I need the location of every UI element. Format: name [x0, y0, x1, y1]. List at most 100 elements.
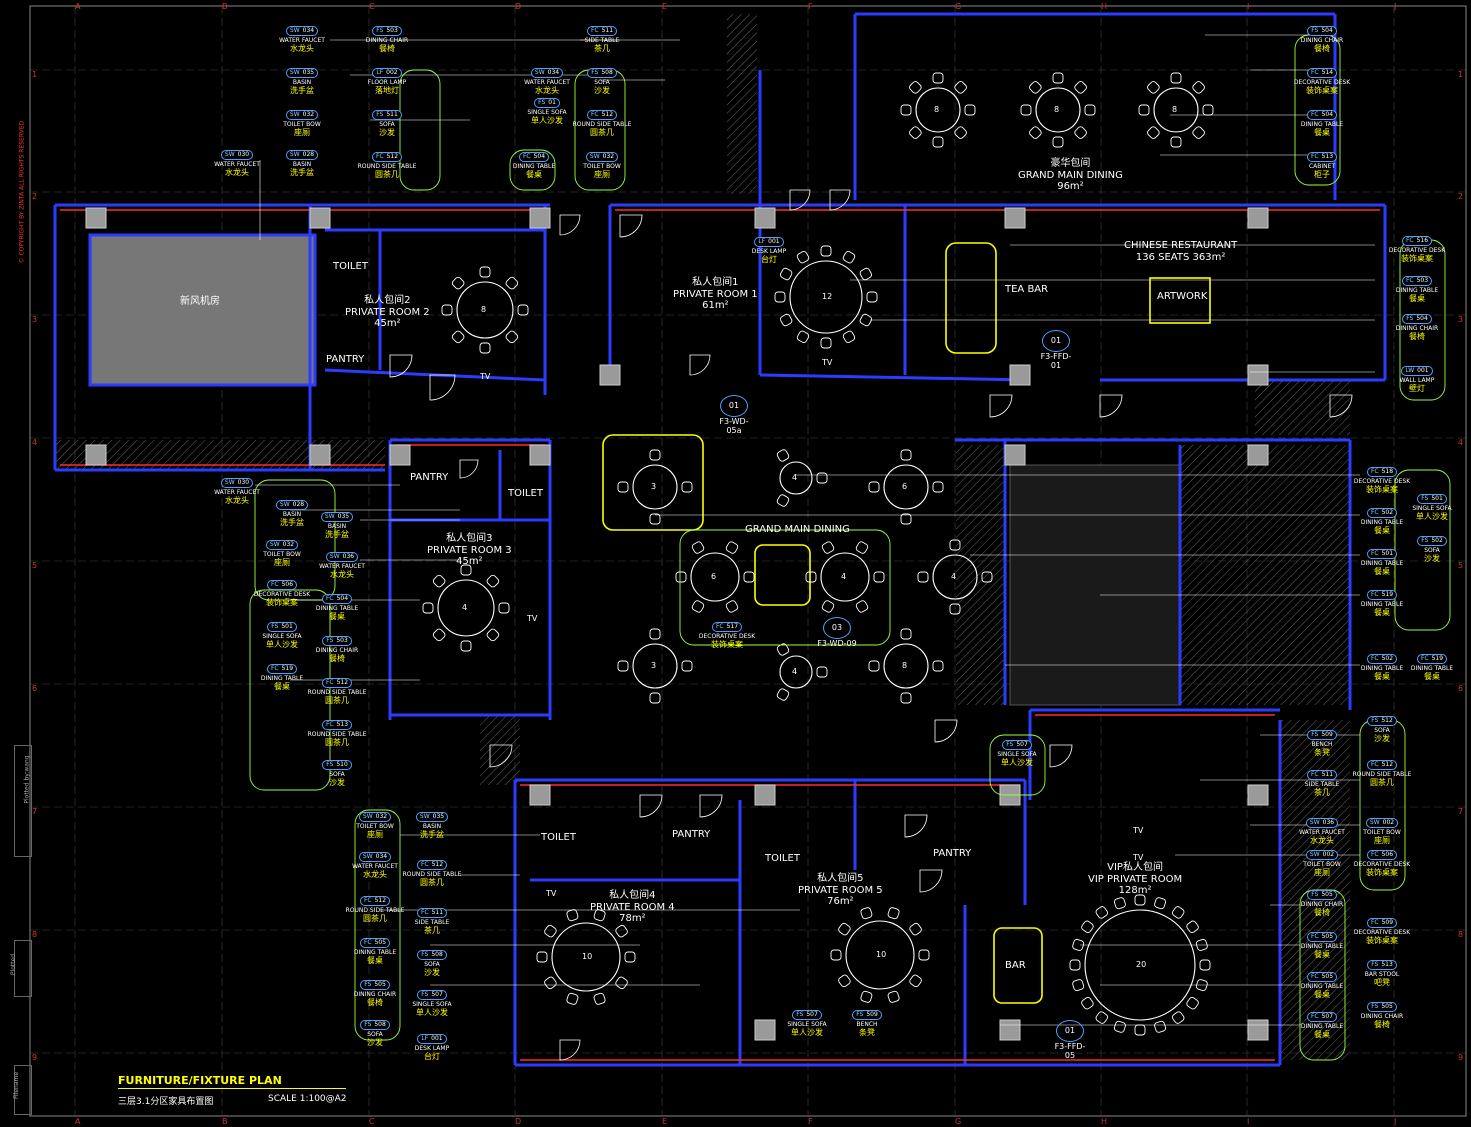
tag-number: 036 — [1322, 819, 1335, 826]
tag-english: BASIN — [422, 823, 442, 830]
room-cn: 私人包间4 — [609, 890, 656, 901]
tag-type: FS — [376, 111, 384, 118]
plotted-box: Plotted — [10, 940, 32, 997]
tag-number: 507 — [431, 991, 443, 998]
tag-english: DINING TABLE — [1300, 983, 1344, 990]
dining-chair — [422, 602, 434, 614]
tag-english: WATER FAUCET — [1299, 829, 1345, 836]
dining-chair — [866, 291, 878, 303]
tag-type: LF — [758, 238, 766, 245]
dining-chair — [954, 126, 967, 139]
tag-type: FS — [1421, 495, 1429, 502]
seat-count: 8 — [902, 661, 908, 670]
tag-chinese: 水龙头 — [225, 168, 249, 177]
tag-english: BASIN — [282, 511, 302, 518]
dining-chair — [566, 992, 579, 1005]
tag-type: FS — [1371, 717, 1379, 724]
round-dining-table — [1153, 87, 1199, 133]
structural-column — [1009, 364, 1031, 386]
grid-number: 1 — [1458, 70, 1464, 79]
tag-type: FS — [796, 1011, 804, 1018]
grid-letter: I — [1247, 1117, 1250, 1126]
dining-chair — [1029, 81, 1042, 94]
tag-number: 504 — [1321, 111, 1334, 118]
dining-chair — [1113, 897, 1126, 910]
dining-chair — [451, 276, 465, 290]
dining-chair — [900, 513, 912, 525]
round-dining-table — [1084, 909, 1196, 1021]
tag-number: 507 — [806, 1011, 818, 1018]
dining-chair — [451, 330, 465, 344]
tea-bar-label: TEA BAR — [1005, 284, 1049, 295]
dining-chair — [1186, 996, 1199, 1010]
tag-type: FC — [1310, 933, 1319, 940]
title-block: FURNITURE/FIXTURE PLAN 三层3.1分区家具布置图 SCAL… — [118, 1074, 347, 1107]
structural-column — [599, 364, 621, 386]
tag-chinese: 餐桌 — [1314, 990, 1330, 999]
bar-label: BAR — [1005, 960, 1026, 971]
plan-title: FURNITURE/FIXTURE PLAN — [118, 1074, 282, 1087]
dining-chair — [1113, 1020, 1126, 1033]
grid-letter: C — [369, 1117, 375, 1126]
tag-chinese: 圆茶几 — [325, 738, 349, 747]
dining-chair — [1134, 894, 1146, 906]
tag-number: 513 — [1381, 961, 1393, 968]
tag-chinese: 餐桌 — [329, 612, 345, 621]
room-en: PRIVATE ROOM 4 — [590, 901, 675, 913]
tag-chinese: 餐桌 — [1374, 672, 1390, 681]
tag-english: DECORATIVE DESK — [1293, 79, 1351, 86]
room-cn: 私人包间3 — [446, 533, 493, 544]
dining-chair — [900, 104, 912, 116]
tag-english: DINING TABLE — [1360, 665, 1404, 672]
round-dining-table — [820, 552, 870, 602]
dining-chair — [1170, 136, 1182, 148]
tag-number: 511 — [601, 27, 614, 34]
dining-chair — [909, 126, 922, 139]
chinese-restaurant-label: CHINESE RESTAURANT 136 SEATS 363m² — [1124, 240, 1237, 263]
tag-type: SW — [534, 69, 545, 76]
seat-count: 12 — [822, 292, 833, 301]
wall — [759, 373, 1031, 382]
tag-type: FS — [1371, 961, 1379, 968]
tag-type: FC — [1310, 69, 1319, 76]
tag-number: 506 — [281, 581, 294, 588]
room-en: VIP PRIVATE ROOM — [1088, 873, 1183, 885]
grid-letter: F — [808, 2, 813, 11]
seat-count: 4 — [792, 667, 798, 676]
tag-chinese: 柜子 — [1314, 170, 1330, 179]
tag-number: 001 — [431, 1035, 443, 1042]
seat-count: 8 — [1054, 105, 1060, 114]
tag-english: DINING CHAIR — [1300, 901, 1344, 908]
structural-column — [85, 444, 107, 466]
dining-chair — [932, 72, 944, 84]
tag-number: 513 — [336, 721, 349, 728]
tag-chinese: 座厕 — [274, 558, 290, 567]
tag-english: DINING TABLE — [1300, 943, 1344, 950]
room-en: PRIVATE ROOM 3 — [427, 544, 512, 556]
seat-count: 6 — [711, 572, 717, 581]
dining-chair — [860, 990, 873, 1003]
grid-number: 7 — [1458, 807, 1464, 816]
tag-chinese: 座厕 — [1374, 836, 1390, 845]
